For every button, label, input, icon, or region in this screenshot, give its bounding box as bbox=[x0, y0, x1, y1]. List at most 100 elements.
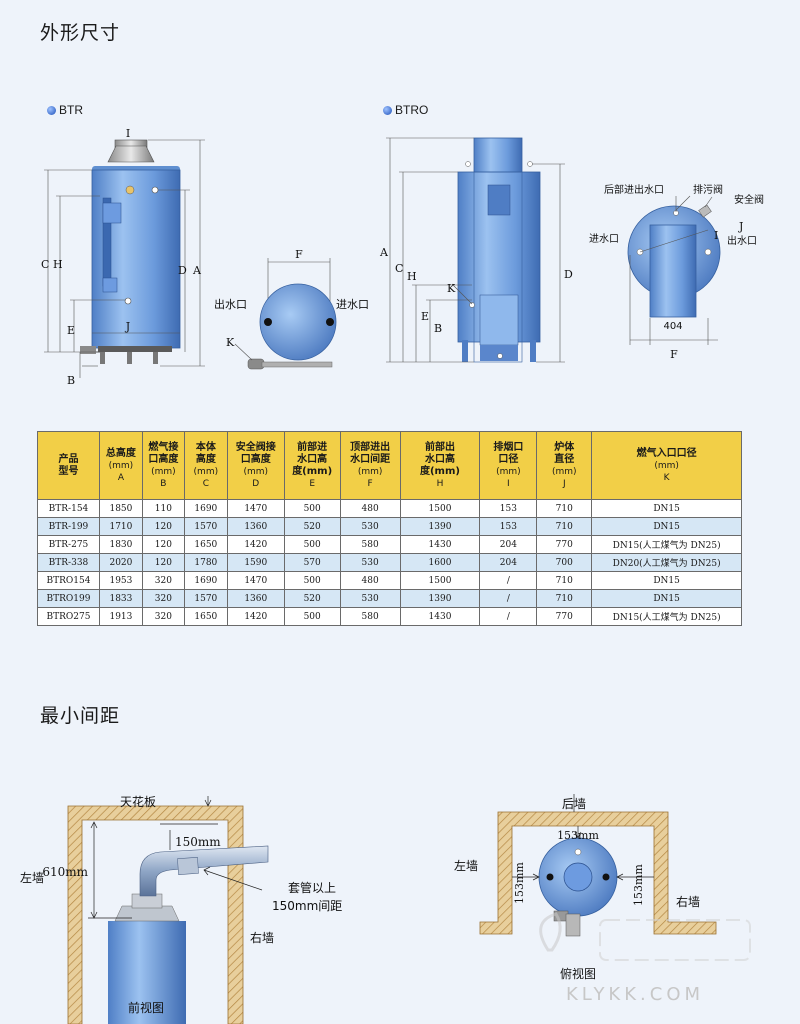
value-cell: 1650 bbox=[183, 607, 228, 626]
dim-label-j: J bbox=[125, 320, 130, 333]
header-cell-9: 炉体直径(mm)J bbox=[536, 431, 593, 500]
header-text: 口高度 bbox=[148, 453, 179, 465]
header-text: (mm) bbox=[551, 466, 577, 477]
btr-outlet-label: 出水口 bbox=[214, 297, 247, 311]
value-cell: 1390 bbox=[399, 517, 481, 536]
header-cell-7: 前部出水口高度(mm)H bbox=[399, 431, 481, 500]
header-text: 排烟口 bbox=[493, 441, 524, 453]
top-view-walls bbox=[479, 811, 717, 935]
front-height-label: 610mm bbox=[42, 865, 88, 879]
btro-outlet-label: 出水口 bbox=[727, 234, 757, 247]
back-wall-label: 后墙 bbox=[562, 797, 586, 811]
value-cell: DN15(人工煤气为 DN25) bbox=[591, 535, 742, 554]
btr-front-view bbox=[80, 139, 181, 364]
header-text: F bbox=[367, 478, 373, 489]
btro-model-label: BTRO bbox=[383, 103, 428, 117]
header-cell-2: 燃气接口高度(mm)B bbox=[141, 431, 185, 500]
value-cell: 1470 bbox=[226, 499, 285, 518]
right-gap-label: 153mm bbox=[632, 864, 645, 906]
value-cell: 1570 bbox=[183, 589, 228, 608]
header-text: 前部出 bbox=[424, 441, 455, 453]
value-cell: 320 bbox=[141, 571, 185, 590]
header-text: 度(mm) bbox=[419, 465, 460, 477]
value-cell: 204 bbox=[479, 553, 538, 572]
btr-dimension-lines bbox=[44, 139, 205, 378]
model-cell: BTR-338 bbox=[37, 553, 100, 572]
value-cell: 1590 bbox=[226, 553, 285, 572]
dim-label-c: C bbox=[41, 258, 49, 271]
value-cell: 580 bbox=[339, 535, 401, 554]
value-cell: 1430 bbox=[399, 535, 481, 554]
front-view-dimension-lines bbox=[88, 796, 263, 919]
value-cell: 1360 bbox=[226, 517, 285, 536]
header-text: (mm) bbox=[108, 460, 134, 471]
left-gap-label: 153mm bbox=[513, 862, 526, 904]
value-cell: DN15 bbox=[591, 571, 742, 590]
watermark-logo bbox=[539, 912, 751, 961]
btro-rear-inlet-label: 后部进出水口 bbox=[604, 183, 664, 196]
header-text: 总高度 bbox=[105, 447, 136, 459]
watermark-url: KLYKK.COM bbox=[566, 984, 704, 1005]
dimension-drawings: I C H E B D A J F 出水口 进水口 K bbox=[41, 127, 764, 387]
front-view-walls bbox=[67, 805, 244, 1024]
btr-top-view bbox=[234, 258, 337, 370]
top-view-dimension-lines bbox=[512, 794, 654, 881]
header-text: 燃气接 bbox=[148, 441, 179, 453]
ceiling-label: 天花板 bbox=[120, 794, 156, 809]
header-text: K bbox=[663, 472, 670, 483]
btro-dim-label-i: I bbox=[714, 229, 718, 242]
btro-dim-label-d: D bbox=[564, 268, 573, 281]
btro-safety-valve-label: 安全阀 bbox=[734, 193, 764, 206]
value-cell: 110 bbox=[141, 499, 185, 518]
dim-label-d: D bbox=[178, 264, 187, 277]
value-cell: 1780 bbox=[183, 553, 228, 572]
value-cell: 530 bbox=[339, 589, 401, 608]
sleeve-note-line2: 150mm间距 bbox=[272, 899, 342, 913]
value-cell: 770 bbox=[536, 535, 593, 554]
value-cell: 1570 bbox=[183, 517, 228, 536]
value-cell: 1710 bbox=[98, 517, 143, 536]
header-text: 口高度 bbox=[240, 453, 271, 465]
header-text: (mm) bbox=[193, 466, 219, 477]
model-cell: BTRO154 bbox=[37, 571, 100, 590]
btro-dim-label-b: B bbox=[434, 322, 442, 335]
header-text: 水口高 bbox=[297, 453, 328, 465]
clearance-title: 最小间距 bbox=[40, 705, 121, 727]
header-cell-0: 产品型号 bbox=[37, 431, 100, 500]
header-text: 水口间距 bbox=[350, 453, 391, 465]
value-cell: 204 bbox=[479, 535, 538, 554]
header-cell-10: 燃气入口口径(mm)K bbox=[591, 431, 742, 500]
value-cell: 1600 bbox=[399, 553, 481, 572]
btr-inlet-label: 进水口 bbox=[336, 298, 369, 311]
value-cell: 580 bbox=[339, 607, 401, 626]
top-left-wall-label: 左墙 bbox=[454, 858, 478, 873]
value-cell: 2020 bbox=[98, 553, 143, 572]
model-cell: BTR-154 bbox=[37, 499, 100, 518]
value-cell: / bbox=[479, 607, 538, 626]
value-cell: 1500 bbox=[399, 571, 481, 590]
value-cell: 710 bbox=[536, 571, 593, 590]
dimensions-title: 外形尺寸 bbox=[40, 22, 121, 44]
header-text: (mm) bbox=[496, 466, 521, 477]
value-cell: 480 bbox=[339, 499, 401, 518]
value-cell: 710 bbox=[536, 517, 593, 536]
front-gap-label: 150mm bbox=[175, 835, 221, 849]
header-text: E bbox=[309, 478, 316, 489]
header-text: 安全阀接 bbox=[235, 441, 276, 453]
btro-dim-label-a: A bbox=[379, 246, 389, 259]
header-text: A bbox=[117, 472, 125, 483]
value-cell: 1420 bbox=[226, 535, 285, 554]
header-text: 炉体 bbox=[554, 441, 575, 453]
header-cell-5: 前部进水口高度(mm)E bbox=[283, 431, 341, 500]
value-cell: 530 bbox=[339, 553, 401, 572]
value-cell: 1500 bbox=[399, 499, 481, 518]
header-text: B bbox=[160, 478, 167, 489]
dim-label-i: I bbox=[126, 127, 130, 140]
header-cell-6: 顶部进出水口间距(mm)F bbox=[339, 431, 401, 500]
header-text: C bbox=[202, 478, 209, 489]
btro-front-view bbox=[457, 137, 541, 363]
